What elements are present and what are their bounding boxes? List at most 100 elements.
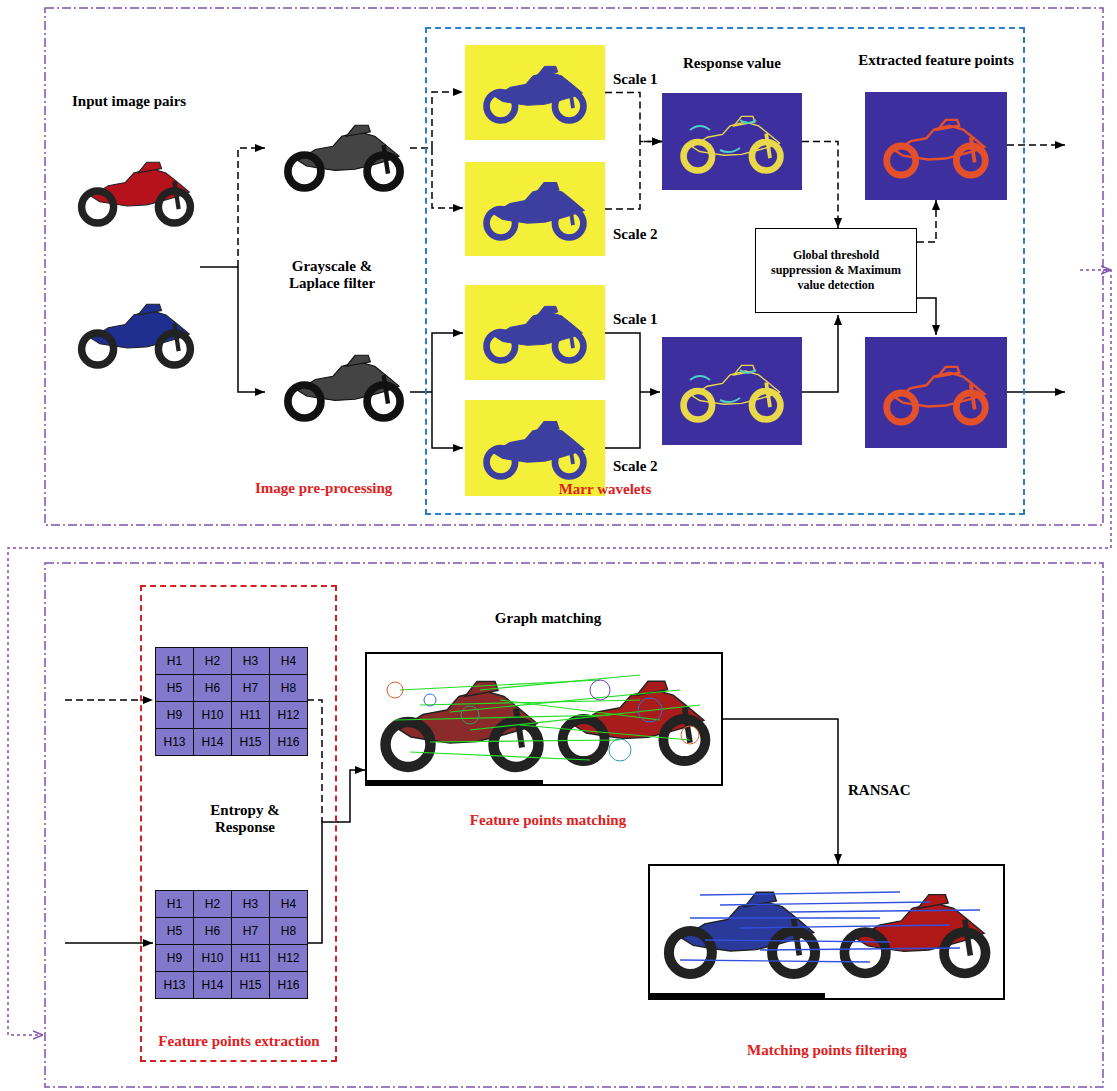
illustration-part: [410, 752, 590, 760]
illustration-part: [387, 680, 699, 761]
scale-label: Scale 2: [613, 226, 658, 243]
picture-caption: Matching points filtering: [747, 1042, 907, 1059]
connector-arrow: [605, 142, 662, 210]
grid-cell: H2: [193, 890, 232, 918]
grid-cell: H4: [269, 890, 308, 918]
illustration-part: [487, 66, 584, 120]
illustration-part: [238, 148, 265, 267]
illustration-part: [200, 266, 238, 268]
illustration-part: [865, 337, 1007, 448]
grid-cell: H9: [155, 701, 194, 729]
grid-cell: H7: [231, 917, 270, 945]
grid-cell: H12: [269, 944, 308, 972]
grid-cell: H12: [269, 701, 308, 729]
scale-image: Scale 1: [465, 45, 605, 140]
grid-cell: H3: [231, 647, 270, 675]
scale-image: Scale 2: [465, 162, 605, 256]
grid-cell: H8: [269, 917, 308, 945]
illustration-part: [609, 739, 631, 761]
step-label: Input image pairs: [72, 93, 186, 110]
illustration-part: [1007, 391, 1065, 393]
process-box: Global threshold suppression & Maximum v…: [755, 228, 917, 313]
grid-cell: H10: [193, 944, 232, 972]
scale-label: Scale 1: [613, 311, 658, 328]
connector-arrow: [605, 93, 662, 142]
grid-cell: H6: [193, 917, 232, 945]
step-label: Grayscale & Laplace filter: [272, 258, 392, 293]
grid-cell: H5: [155, 917, 194, 945]
illustration-part: [638, 698, 662, 722]
illustration-part: [480, 675, 640, 690]
illustration-part: [487, 422, 584, 476]
illustration-part: [487, 306, 584, 360]
image-title: Extracted feature points: [858, 52, 1014, 69]
illustration-part: [590, 680, 610, 700]
step-text: Entropy & Response: [190, 802, 300, 837]
illustration-part: [760, 948, 960, 950]
illustration-part: [430, 740, 620, 742]
illustration-part: [238, 267, 265, 392]
illustration-part: [387, 682, 403, 698]
illustration-part: [705, 940, 890, 942]
illustration-part: [680, 892, 980, 962]
grid-cell: H11: [231, 944, 270, 972]
grid-cell: H8: [269, 674, 308, 702]
stage-title: Image pre-processing: [255, 480, 392, 497]
grid-cell: H15: [231, 728, 270, 756]
grid-cell: H1: [155, 890, 194, 918]
scale-label: Scale 1: [613, 71, 658, 88]
illustration-part: [465, 285, 605, 380]
illustration-part: [410, 391, 432, 393]
filtering-picture: Matching points filtering: [648, 864, 1005, 1000]
illustration-part: [465, 45, 605, 140]
grid-cell: H5: [155, 674, 194, 702]
grid-cell: H9: [155, 944, 194, 972]
illustration-part: [8, 270, 1111, 1035]
scale-image: Scale 2: [465, 400, 605, 496]
illustration-part: [700, 892, 900, 895]
illustration-part: [662, 337, 802, 445]
connector-arrow: [723, 719, 838, 864]
illustration-part: [790, 910, 980, 912]
wavelet-region: Marr wavelets Scale 1 Scale 2 Response valu…: [425, 27, 1025, 515]
grid-cell: H13: [155, 971, 194, 999]
illustration-part: [470, 705, 700, 730]
illustration-part: [465, 162, 605, 256]
process-text: Global threshold suppression & Maximum v…: [764, 248, 908, 293]
illustration-part: [432, 92, 463, 148]
grid-cell: H2: [193, 647, 232, 675]
illustration-part: [45, 8, 1103, 525]
illustration-part: [684, 116, 781, 170]
illustration-part: [740, 925, 950, 928]
grid-cell: H14: [193, 971, 232, 999]
illustration-part: [690, 370, 756, 402]
grid-cell: H16: [269, 971, 308, 999]
illustration-part: [82, 162, 191, 223]
illustration-part: [288, 125, 400, 188]
grid-cell: H14: [193, 728, 232, 756]
grid-cell: H7: [231, 674, 270, 702]
illustration-part: [424, 694, 436, 706]
region-title: Marr wavelets: [559, 481, 652, 498]
illustration-part: [563, 681, 706, 761]
grid-cell: H3: [231, 890, 270, 918]
grid-cell: H13: [155, 728, 194, 756]
edge-label: RANSAC: [846, 782, 913, 799]
grid-cell: H16: [269, 728, 308, 756]
image-title: Response value: [683, 55, 781, 72]
feature-image: Extracted feature points: [865, 92, 1007, 200]
illustration-part: [690, 917, 880, 918]
illustration-part: [307, 700, 322, 822]
grid-cell: H1: [155, 647, 194, 675]
scale-image: Scale 1: [465, 285, 605, 380]
illustration-part: [681, 726, 699, 744]
response-image: Response value: [662, 93, 802, 190]
illustration-part: [605, 333, 640, 448]
connector-arrow: [337, 770, 365, 822]
connector-arrow: [802, 142, 838, 229]
grid-cell: H4: [269, 647, 308, 675]
step-title: Graph matching: [495, 610, 601, 627]
illustration-part: [1103, 269, 1111, 271]
illustration-part: [82, 304, 191, 365]
